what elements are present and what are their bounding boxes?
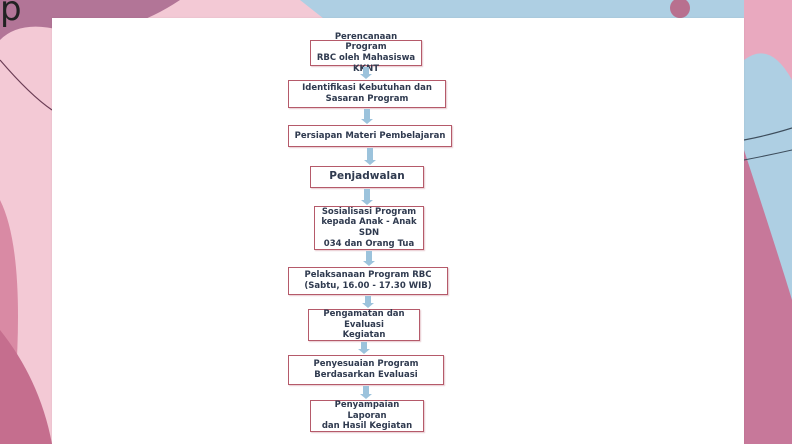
flow-step-7: Pengamatan dan Evaluasi Kegiatan — [308, 309, 420, 341]
flow-step-6: Pelaksanaan Program RBC (Sabtu, 16.00 - … — [288, 267, 448, 295]
flow-arrow-7 — [358, 342, 370, 354]
flow-arrow-3 — [364, 148, 376, 165]
flow-step-3: Persiapan Materi Pembelajaran — [288, 125, 452, 147]
flow-step-1: Perencanaan Program RBC oleh Mahasiswa K… — [310, 32, 422, 74]
flow-arrow-6 — [362, 296, 374, 308]
flow-arrow-5 — [363, 251, 375, 266]
flow-step-9: Penyampaian Laporan dan Hasil Kegiatan — [310, 400, 424, 432]
corner-glyph: p — [0, 0, 22, 29]
slide: Perencanaan Program RBC oleh Mahasiswa K… — [52, 18, 744, 444]
flow-arrow-2 — [361, 109, 373, 124]
flow-step-8: Penyesuaian Program Berdasarkan Evaluasi — [288, 355, 444, 385]
flow-arrow-1 — [360, 67, 372, 79]
flow-step-5: Sosialisasi Program kepada Anak - Anak S… — [314, 206, 424, 250]
flow-arrow-4 — [361, 189, 373, 205]
flow-step-4: Penjadwalan — [310, 166, 424, 188]
flow-step-2: Identifikasi Kebutuhan dan Sasaran Progr… — [288, 80, 446, 108]
flow-arrow-8 — [360, 386, 372, 399]
